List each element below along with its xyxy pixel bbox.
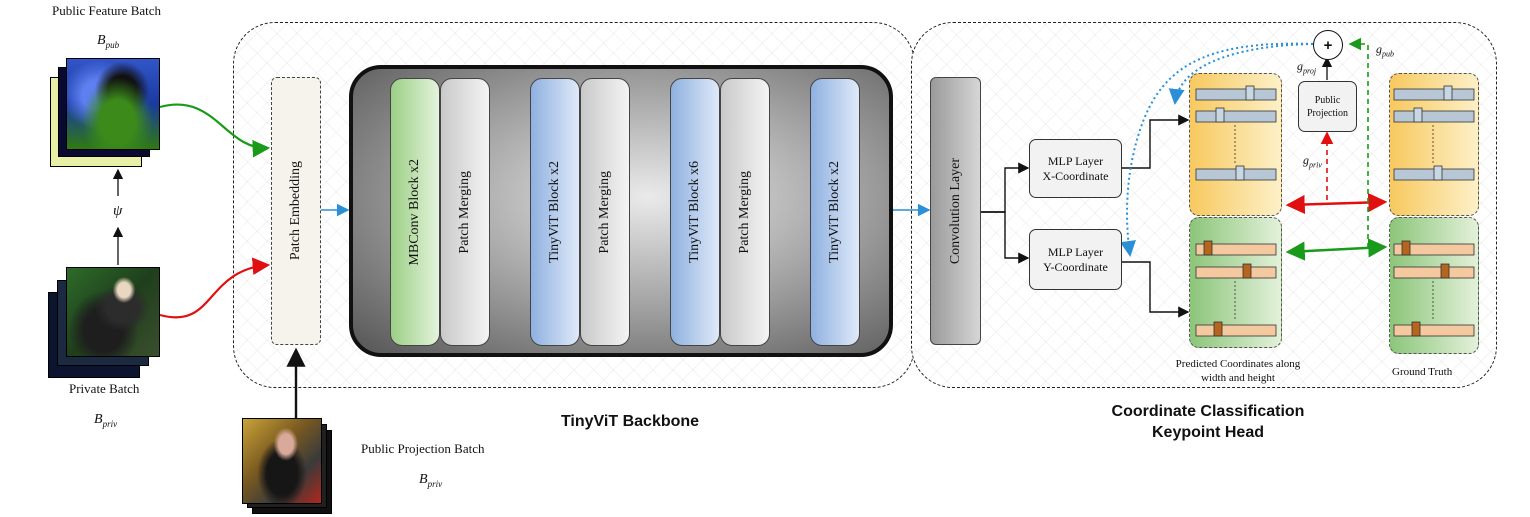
projection-title: Public Projection Batch xyxy=(361,441,485,456)
predicted-caption: Predicted Coordinates along width and he… xyxy=(1175,358,1301,384)
sum-node: + xyxy=(1313,30,1343,60)
private-title: Private Batch xyxy=(69,381,140,396)
private-image xyxy=(66,267,160,357)
ground-truth-caption: Ground Truth xyxy=(1392,366,1453,378)
projection-image xyxy=(242,418,322,504)
public-feature-arrow xyxy=(159,103,271,158)
mlp-x-coordinate: MLP Layer X-Coordinate xyxy=(1029,139,1122,198)
g-pub-label: gpub xyxy=(1376,42,1394,59)
public-feature-image xyxy=(66,58,160,150)
head-title: Coordinate Classification Keypoint Head xyxy=(1111,403,1305,441)
mbconv-block: MBConv Block x2 xyxy=(390,78,440,346)
patch-embedding-block: Patch Embedding xyxy=(271,77,321,345)
psi-symbol: ψ xyxy=(113,203,123,219)
private-arrow xyxy=(159,257,271,319)
g-proj-label: gproj xyxy=(1297,59,1317,76)
pred-y-bars xyxy=(1195,240,1277,337)
tinyvit-block-x6: TinyViT Block x6 xyxy=(670,78,720,346)
convolution-layer-block: Convolution Layer xyxy=(930,77,981,345)
public-feature-symbol: Bpub xyxy=(97,33,120,50)
g-priv-label: gpriv xyxy=(1303,153,1322,170)
projection-symbol: Bpriv xyxy=(419,472,443,489)
private-symbol: Bpriv xyxy=(94,412,118,429)
pred-x-bars xyxy=(1195,85,1277,181)
gt-x-bars xyxy=(1393,85,1475,181)
mlp-y-coordinate: MLP Layer Y-Coordinate xyxy=(1029,229,1122,290)
patch-merging-block-1: Patch Merging xyxy=(440,78,490,346)
gt-y-bars xyxy=(1393,240,1475,337)
tinyvit-block-x2-last: TinyViT Block x2 xyxy=(810,78,860,346)
tinyvit-block-x2-first: TinyViT Block x2 xyxy=(530,78,580,346)
public-feature-title: Public Feature Batch xyxy=(52,3,162,18)
backbone-title: TinyViT Backbone xyxy=(560,413,700,430)
public-projection-box: Public Projection xyxy=(1298,81,1357,132)
patch-merging-block-2: Patch Merging xyxy=(580,78,630,346)
patch-merging-block-3: Patch Merging xyxy=(720,78,770,346)
